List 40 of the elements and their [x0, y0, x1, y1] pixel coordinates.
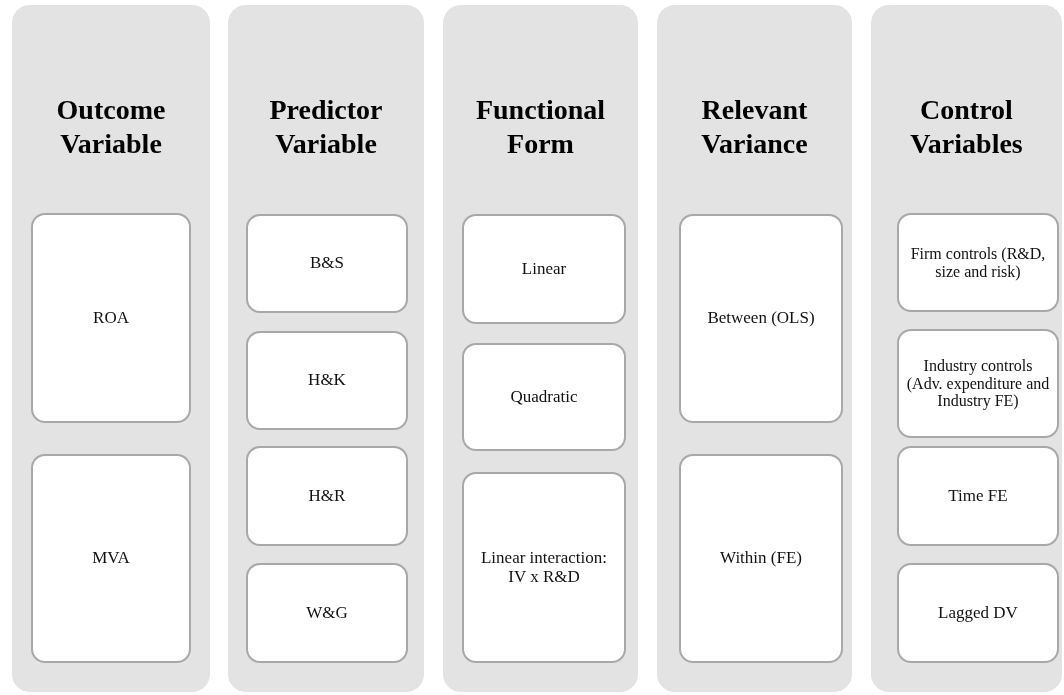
column-heading: Outcome Variable: [55, 93, 167, 161]
option-box: [462, 343, 626, 451]
option-text: H&R: [308, 486, 346, 506]
option-box: [31, 454, 191, 663]
option-text: Lagged DV: [938, 603, 1018, 623]
option-text: B&S: [310, 254, 344, 273]
column-panel: [443, 5, 638, 692]
option-text: Industry controls (Adv. expenditure and Industry FE): [905, 357, 1051, 410]
option-text: MVA: [92, 549, 130, 568]
column-heading: Control Variables: [909, 93, 1024, 161]
option-text: Time FE: [948, 486, 1008, 506]
option-box: [897, 446, 1059, 546]
column-panel: [871, 5, 1062, 692]
option-text: H&K: [308, 371, 346, 390]
column-panel: [228, 5, 424, 692]
option-text: ROA: [93, 308, 129, 328]
column-panel: [12, 5, 210, 692]
column-heading: Functional Form: [474, 93, 607, 161]
option-box: [246, 563, 408, 663]
option-text: Linear: [521, 259, 567, 279]
column-panel: [657, 5, 852, 692]
option-box: [246, 331, 408, 430]
option-text: Between (OLS): [707, 309, 815, 328]
option-text: Quadratic: [510, 387, 578, 407]
option-box: [897, 329, 1059, 438]
option-box: [897, 563, 1059, 663]
option-box: [31, 213, 191, 423]
option-box: [246, 214, 408, 313]
option-text: Firm controls (R&D, size and risk): [909, 244, 1047, 281]
option-text: W&G: [306, 603, 348, 623]
option-box: [246, 446, 408, 546]
option-box: [679, 214, 843, 423]
column-heading: Relevant Variance: [700, 93, 809, 161]
option-box: [462, 214, 626, 324]
column-heading: Predictor Variable: [268, 93, 384, 161]
option-box: [462, 472, 626, 663]
option-box: [679, 454, 843, 663]
option-box: [897, 213, 1059, 312]
option-text: Linear interaction: IV x R&D: [480, 548, 608, 587]
option-text: Within (FE): [720, 549, 802, 568]
